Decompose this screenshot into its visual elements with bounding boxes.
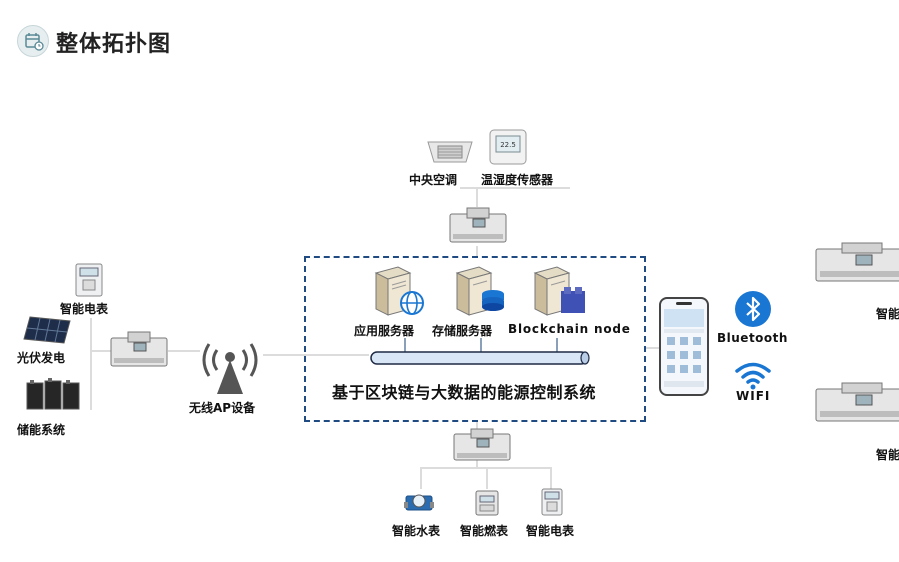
- wireless-ap-icon: [195, 330, 265, 396]
- bottom-drop-power: [550, 467, 552, 489]
- svg-text:22.5: 22.5: [500, 141, 516, 149]
- label-right-device-top: 智能: [876, 307, 899, 321]
- solar-panel-image: [22, 315, 72, 345]
- label-storage-server: 存储服务器: [432, 324, 493, 338]
- gas-meter-image: [475, 488, 499, 516]
- label-bluetooth: Bluetooth: [717, 331, 788, 345]
- central-ac-image: [424, 132, 476, 168]
- smart-meter-left-image: [75, 263, 103, 297]
- gateway-to-ap-line: [168, 350, 200, 352]
- box-to-phone-line: [645, 347, 659, 349]
- bluetooth-icon: [734, 290, 772, 328]
- bottom-drop-water: [420, 467, 422, 489]
- top-connector-to-box: [476, 246, 478, 258]
- gateway-left: [110, 330, 168, 372]
- storage-server-image: [453, 265, 509, 317]
- wifi-icon: [734, 362, 772, 390]
- label-water-meter: 智能水表: [392, 524, 441, 538]
- label-energy-storage: 储能系统: [17, 423, 66, 437]
- right-device-top-image: [812, 241, 899, 289]
- label-app-server: 应用服务器: [354, 324, 415, 338]
- label-blockchain-node: Blockchain node: [508, 322, 631, 336]
- system-boundary-box: [304, 256, 646, 422]
- blockchain-node-image: [531, 265, 589, 317]
- blockchain-drop: [556, 338, 558, 352]
- label-wifi: WIFI: [736, 389, 771, 403]
- bottom-connector-down: [476, 458, 478, 468]
- temp-humidity-sensor-image: 22.5: [488, 128, 528, 166]
- app-server-image: [372, 265, 428, 317]
- label-smart-meter-left: 智能电表: [60, 302, 109, 316]
- smart-meter-bottom-image: [541, 488, 563, 516]
- water-meter-image: [404, 490, 434, 514]
- system-title: 基于区块链与大数据的能源控制系统: [332, 383, 597, 402]
- label-temp-sensor: 温湿度传感器: [481, 173, 554, 187]
- ap-to-bus-line: [263, 354, 369, 356]
- data-bus: [366, 350, 592, 365]
- label-pv: 光伏发电: [17, 351, 66, 365]
- top-connector-drop: [476, 187, 478, 207]
- label-gas-meter: 智能燃表: [460, 524, 509, 538]
- top-connector-bar: [460, 187, 570, 189]
- mobile-phone-image: [659, 297, 709, 396]
- gateway-top: [449, 206, 507, 248]
- left-vertical-line: [90, 318, 92, 410]
- bottom-drop-gas: [486, 467, 488, 489]
- label-central-ac: 中央空调: [409, 173, 458, 187]
- energy-storage-image: [25, 377, 83, 413]
- bottom-connector-from-box: [476, 420, 478, 434]
- storage-server-drop: [480, 338, 482, 352]
- label-wireless-ap: 无线AP设备: [189, 401, 256, 415]
- app-server-drop: [404, 338, 406, 352]
- left-to-gateway-line: [90, 350, 112, 352]
- right-device-bottom-image: [812, 381, 899, 429]
- label-right-device-bottom: 智能: [876, 448, 899, 462]
- gateway-bottom: [453, 428, 511, 464]
- page-title: 整体拓扑图: [56, 32, 172, 57]
- calendar-clock-icon: [17, 25, 49, 57]
- label-smart-meter-bottom: 智能电表: [526, 524, 575, 538]
